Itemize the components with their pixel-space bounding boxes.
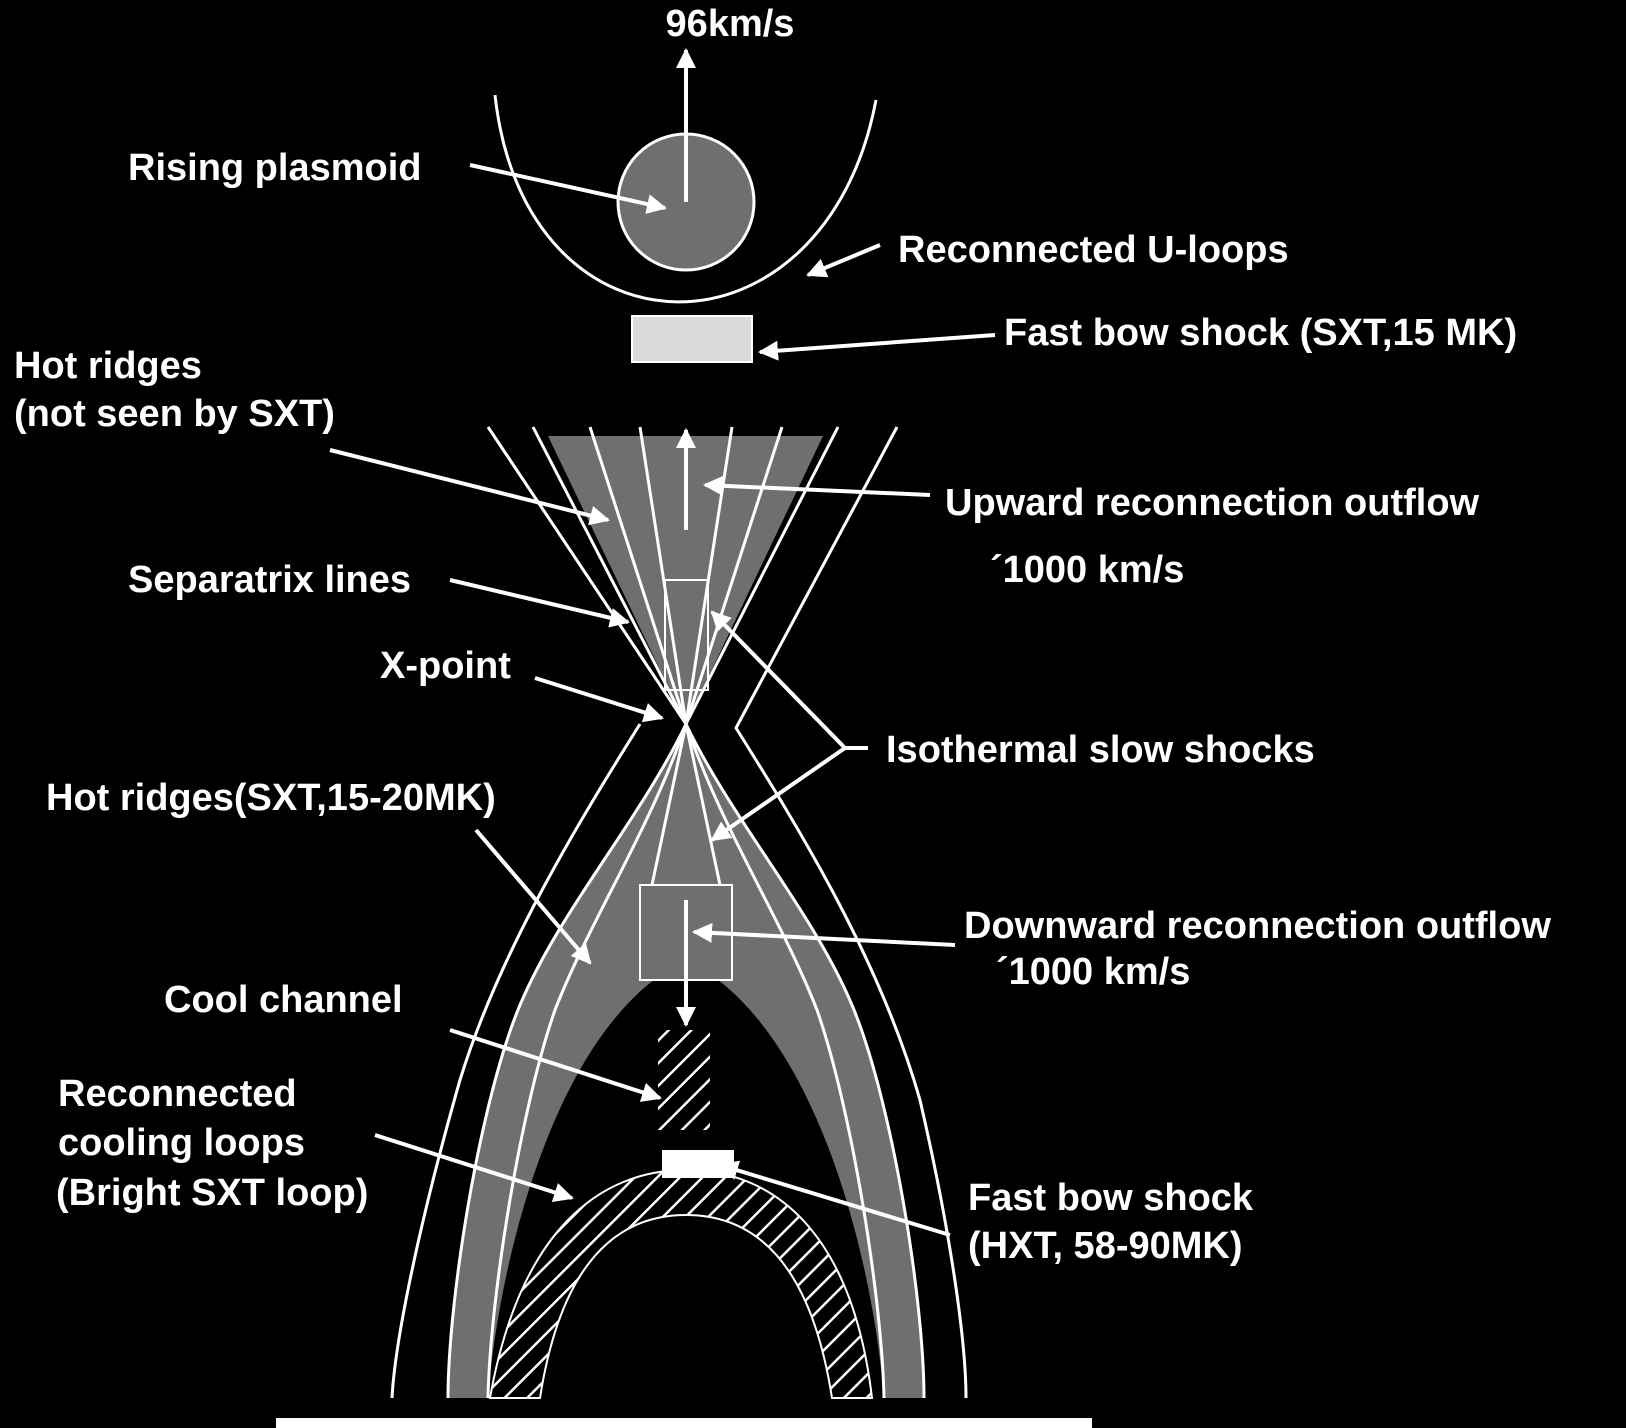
fast-bow-shock-bottom-label-line2: (HXT, 58-90MK)	[968, 1225, 1243, 1267]
cooling-loops-label-line1: Reconnected	[58, 1073, 297, 1115]
upward-speed-label: ´1000 km/s	[990, 549, 1184, 591]
upward-outflow-label: Upward reconnection outflow	[945, 482, 1480, 524]
fast-bow-shock-top-label: Fast bow shock (SXT,15 MK)	[1004, 312, 1517, 354]
velocity-top-label: 96km/s	[666, 3, 795, 45]
downward-outflow-label: Downward reconnection outflow	[964, 905, 1551, 947]
fast-bow-shock-top	[632, 316, 752, 362]
rising-plasmoid-label: Rising plasmoid	[128, 147, 421, 189]
photosphere-baseline	[276, 1418, 1092, 1428]
cool-channel-label: Cool channel	[164, 979, 403, 1021]
fast-bow-shock-bottom-label-line1: Fast bow shock	[968, 1177, 1254, 1219]
separatrix-lines-label: Separatrix lines	[128, 559, 411, 601]
cool-channel	[658, 1030, 710, 1130]
cooling-loops-label-line2: cooling loops	[58, 1122, 305, 1164]
downward-speed-label: ´1000 km/s	[996, 951, 1190, 993]
x-point-label: X-point	[380, 645, 511, 687]
cooling-loops-label-line3: (Bright SXT loop)	[56, 1172, 368, 1214]
hot-ridges-top-label-line1: Hot ridges	[14, 345, 202, 387]
isothermal-slow-shocks-label: Isothermal slow shocks	[886, 729, 1315, 771]
hot-ridges-top-label-line2: (not seen by SXT)	[14, 393, 335, 435]
hot-ridges-bottom-label: Hot ridges(SXT,15-20MK)	[46, 777, 496, 819]
reconnected-u-loops-label: Reconnected U-loops	[898, 229, 1289, 271]
